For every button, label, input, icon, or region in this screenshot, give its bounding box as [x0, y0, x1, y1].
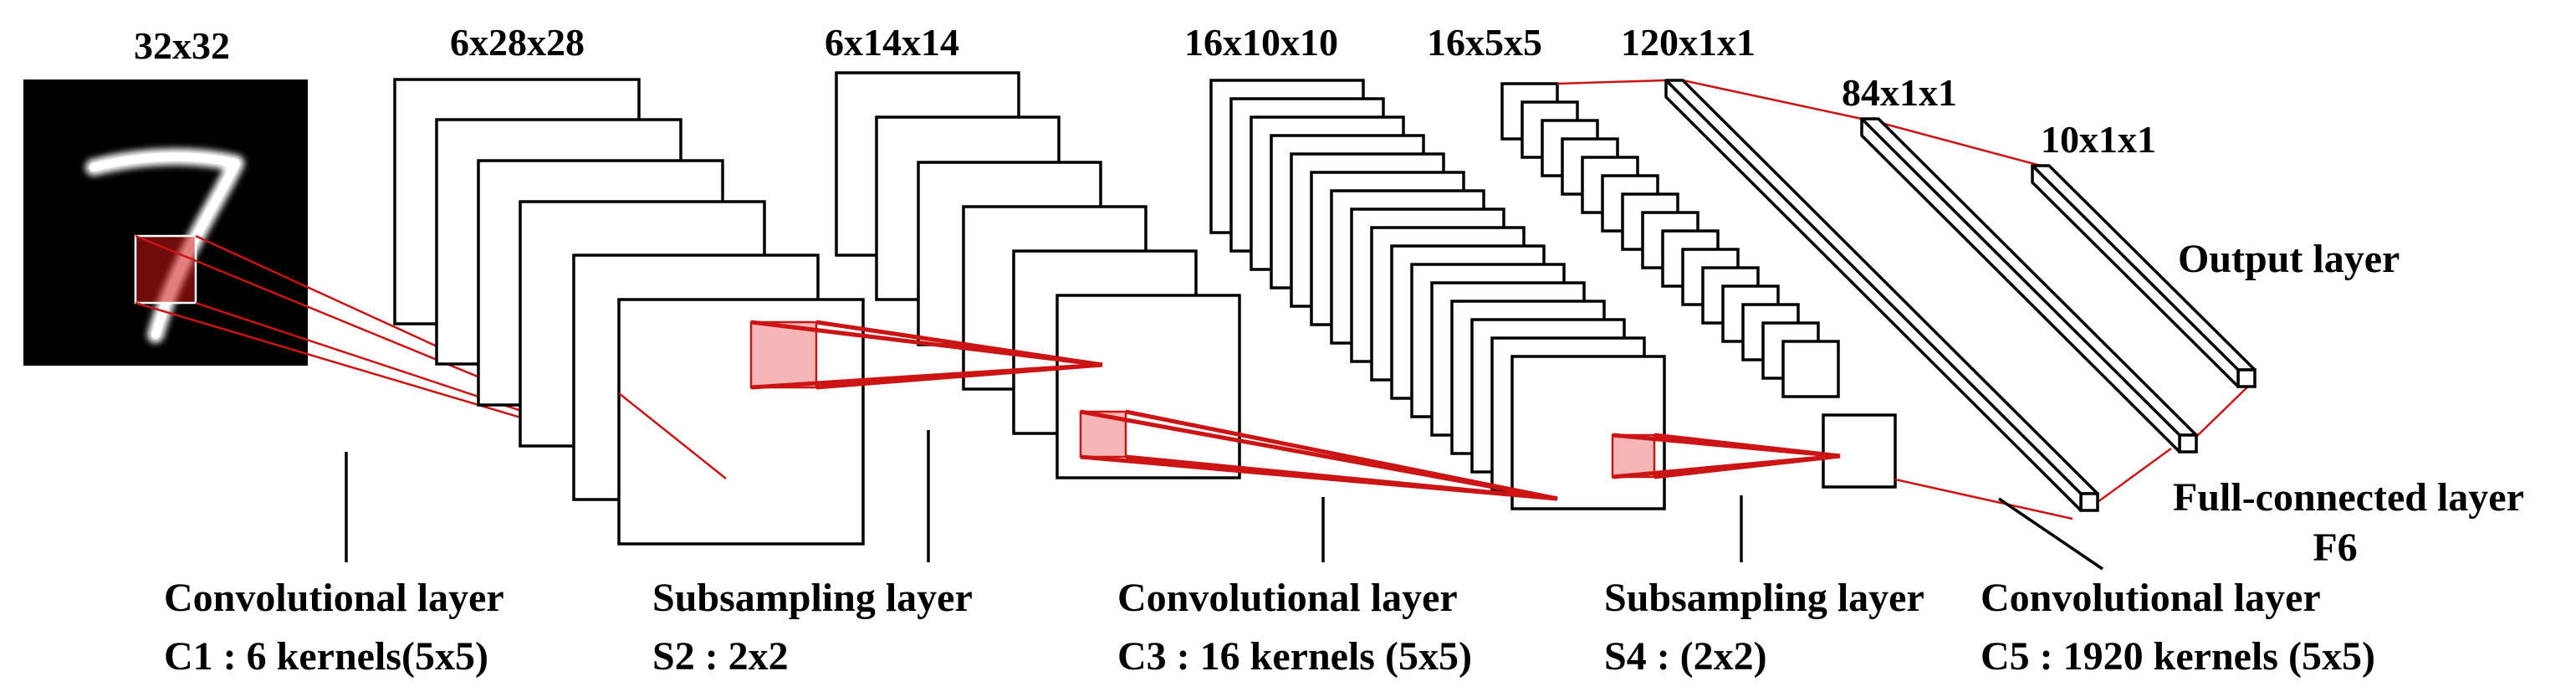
caption-c3-title: Convolutional layer	[1117, 576, 1458, 620]
caption-c3-detail: C3 : 16 kernels (5x5)	[1117, 634, 1472, 679]
f6-bar	[1860, 117, 2198, 454]
c1-patch	[749, 320, 818, 389]
dim-f6: 84x1x1	[1842, 71, 1957, 114]
dim-c3: 16x10x10	[1184, 21, 1338, 64]
c3-patch	[1611, 433, 1656, 479]
dim-input: 32x32	[134, 24, 230, 67]
caption-s2-detail: S2 : 2x2	[652, 634, 789, 679]
c1-feature-maps	[393, 78, 865, 546]
output-bar	[2031, 164, 2257, 388]
caption-output-title: Output layer	[2178, 237, 2400, 281]
input-patch	[134, 234, 197, 305]
c3-feature-maps	[1209, 79, 1666, 510]
caption-c1-detail: C1 : 6 kernels(5x5)	[164, 634, 488, 679]
s4-feature-maps	[1500, 82, 1897, 489]
c3-to-s4-connection	[1612, 433, 1841, 479]
c5-bar	[1664, 79, 2099, 512]
c1-to-s2-connection	[750, 320, 1103, 390]
dim-c5: 120x1x1	[1621, 21, 1756, 64]
caption-f6-title: Full-connected layer	[2173, 475, 2524, 520]
caption-f6-detail: F6	[2313, 525, 2357, 570]
caption-c1-title: Convolutional layer	[164, 576, 504, 620]
s2-to-c3-connection	[1080, 409, 1558, 501]
caption-s4-title: Subsampling layer	[1604, 576, 1924, 620]
caption-s2-title: Subsampling layer	[652, 576, 973, 620]
caption-s4-detail: S4 : (2x2)	[1604, 634, 1767, 679]
dim-s4: 16x5x5	[1427, 21, 1542, 64]
dim-s2: 6x14x14	[825, 21, 959, 64]
s2-feature-maps	[835, 71, 1241, 479]
dim-output: 10x1x1	[2041, 118, 2156, 161]
caption-c5-detail: C5 : 1920 kernels (5x5)	[1981, 634, 2375, 679]
dim-c1: 6x28x28	[450, 21, 585, 64]
dense-connections	[1556, 79, 2256, 520]
caption-c5-title: Convolutional layer	[1981, 576, 2321, 620]
input-image	[23, 79, 308, 366]
caption-ticks	[345, 430, 2103, 571]
